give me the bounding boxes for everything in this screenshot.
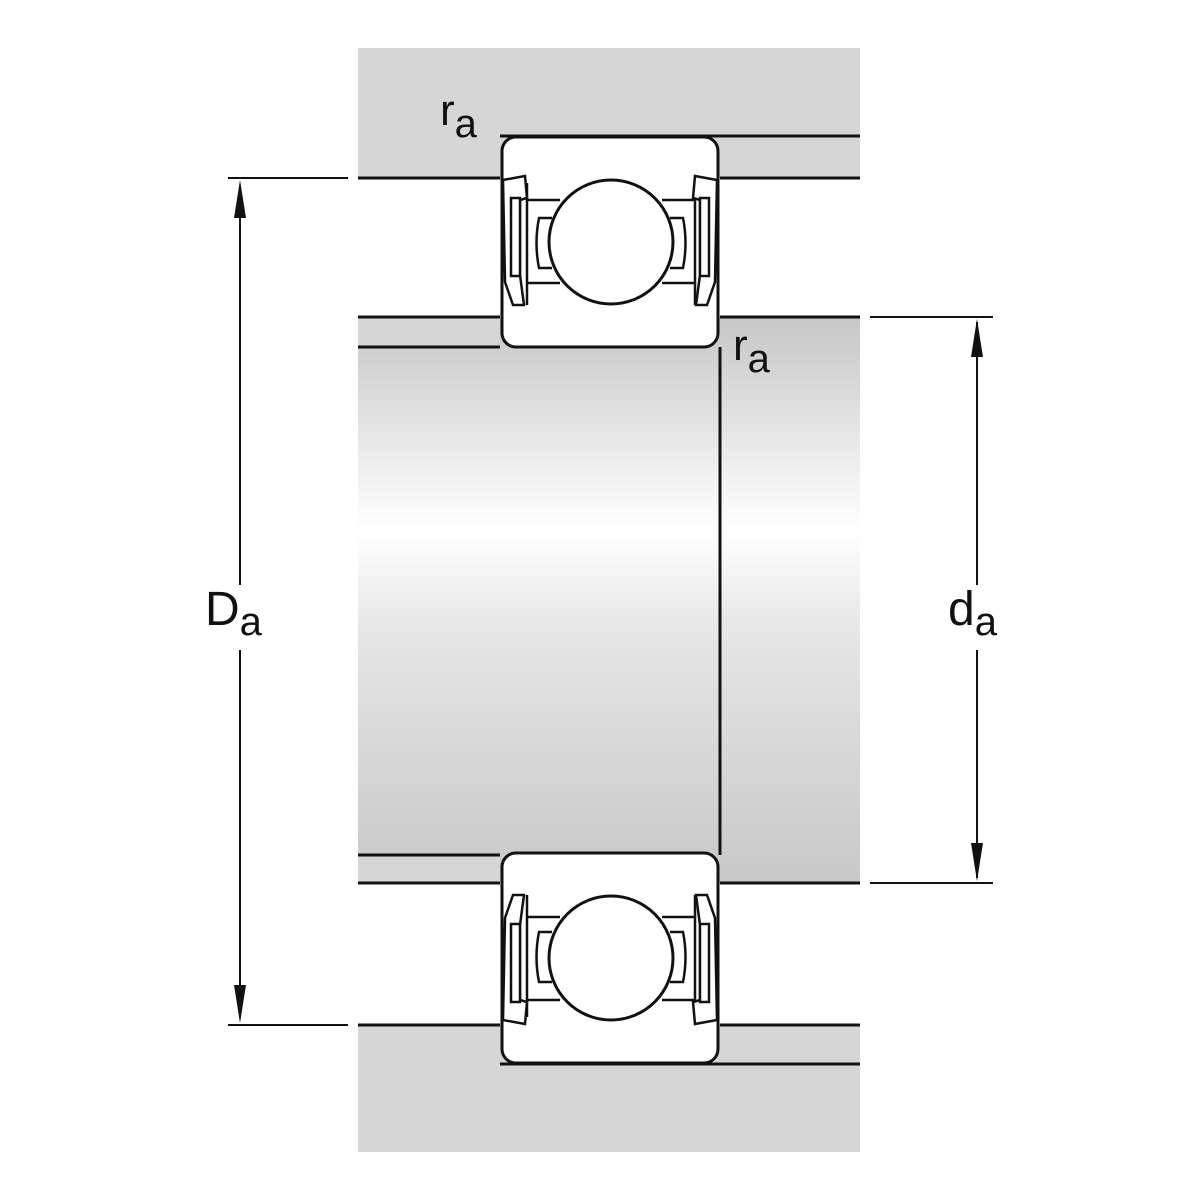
dimension-Da: [228, 177, 348, 1026]
bearing-bottom-section: [500, 851, 720, 1065]
label-ra-shaft: ra: [733, 321, 771, 381]
label-Da: Da: [205, 583, 263, 644]
label-da: da: [948, 583, 998, 644]
dimension-da: [870, 316, 993, 884]
label-ra-housing: ra: [440, 86, 478, 146]
bearing-top-section: [500, 135, 720, 349]
shaft: [358, 315, 860, 885]
